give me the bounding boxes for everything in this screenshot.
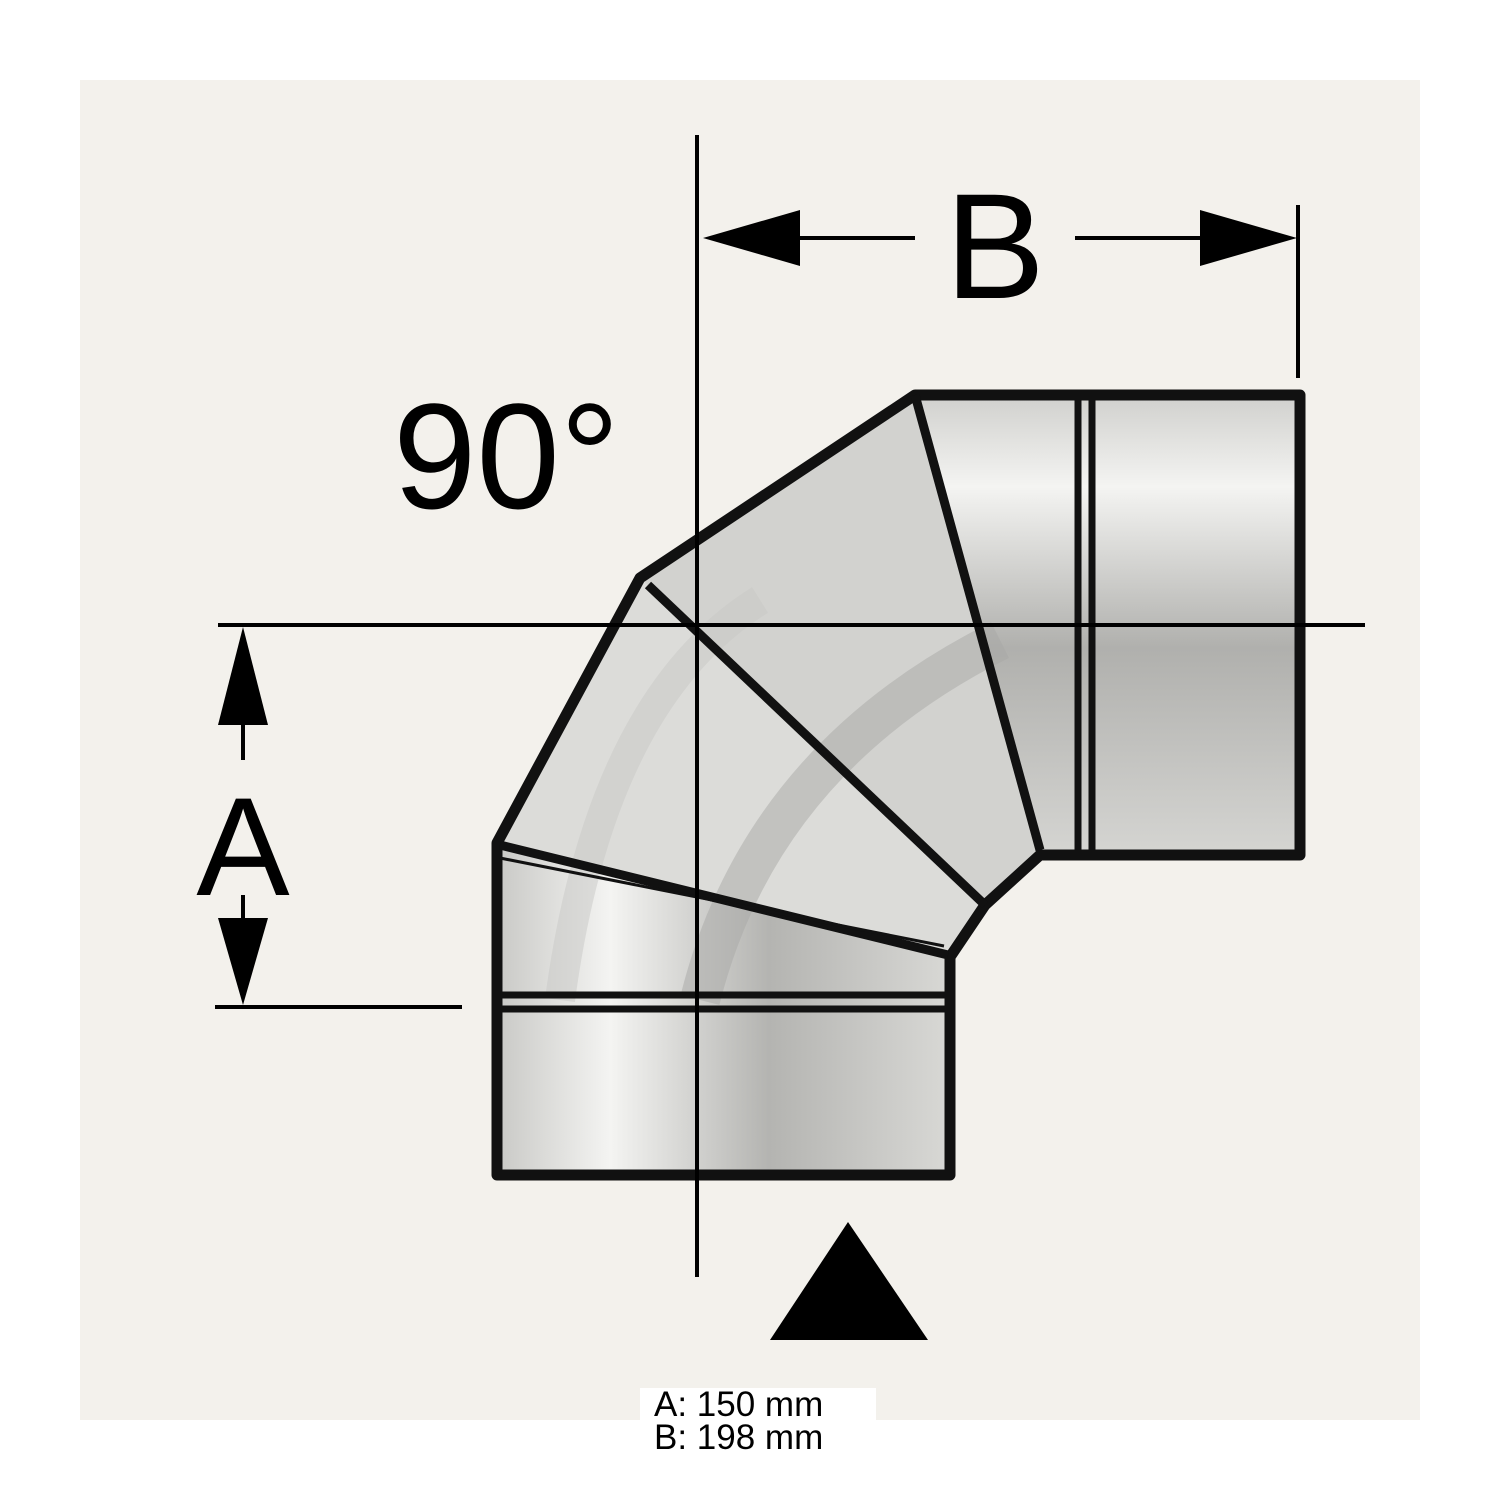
seam-line — [499, 856, 945, 948]
arrow-right-icon — [1200, 210, 1297, 266]
dimensions-caption: A: 150 mm B: 198 mm — [640, 1385, 876, 1457]
triangle-up-icon — [770, 1222, 928, 1340]
pipe-middle-section-2 — [640, 395, 1040, 905]
pipe-outline — [491, 389, 1306, 1181]
dimension-a-label: A — [196, 768, 290, 925]
dimension-b-value: B: 198 mm — [654, 1418, 824, 1457]
elbow-pipe — [491, 389, 1306, 1181]
dimension-b — [703, 205, 1300, 378]
pipe-inner-shading — [680, 622, 1009, 1005]
arrow-left-icon — [703, 210, 800, 266]
seam-line — [498, 840, 950, 960]
pipe-inner-shading — [545, 587, 768, 1002]
seam-line — [910, 393, 1045, 852]
arrow-down-icon — [218, 918, 268, 1005]
dimension-a — [215, 627, 462, 1009]
dimension-b-label: B — [945, 162, 1045, 330]
seam-line — [658, 596, 977, 897]
pipe-middle-section-1 — [497, 578, 985, 957]
dimension-a-value: A: 150 mm — [654, 1385, 824, 1424]
angle-label: 90° — [393, 372, 620, 540]
arrow-up-icon — [218, 627, 268, 725]
